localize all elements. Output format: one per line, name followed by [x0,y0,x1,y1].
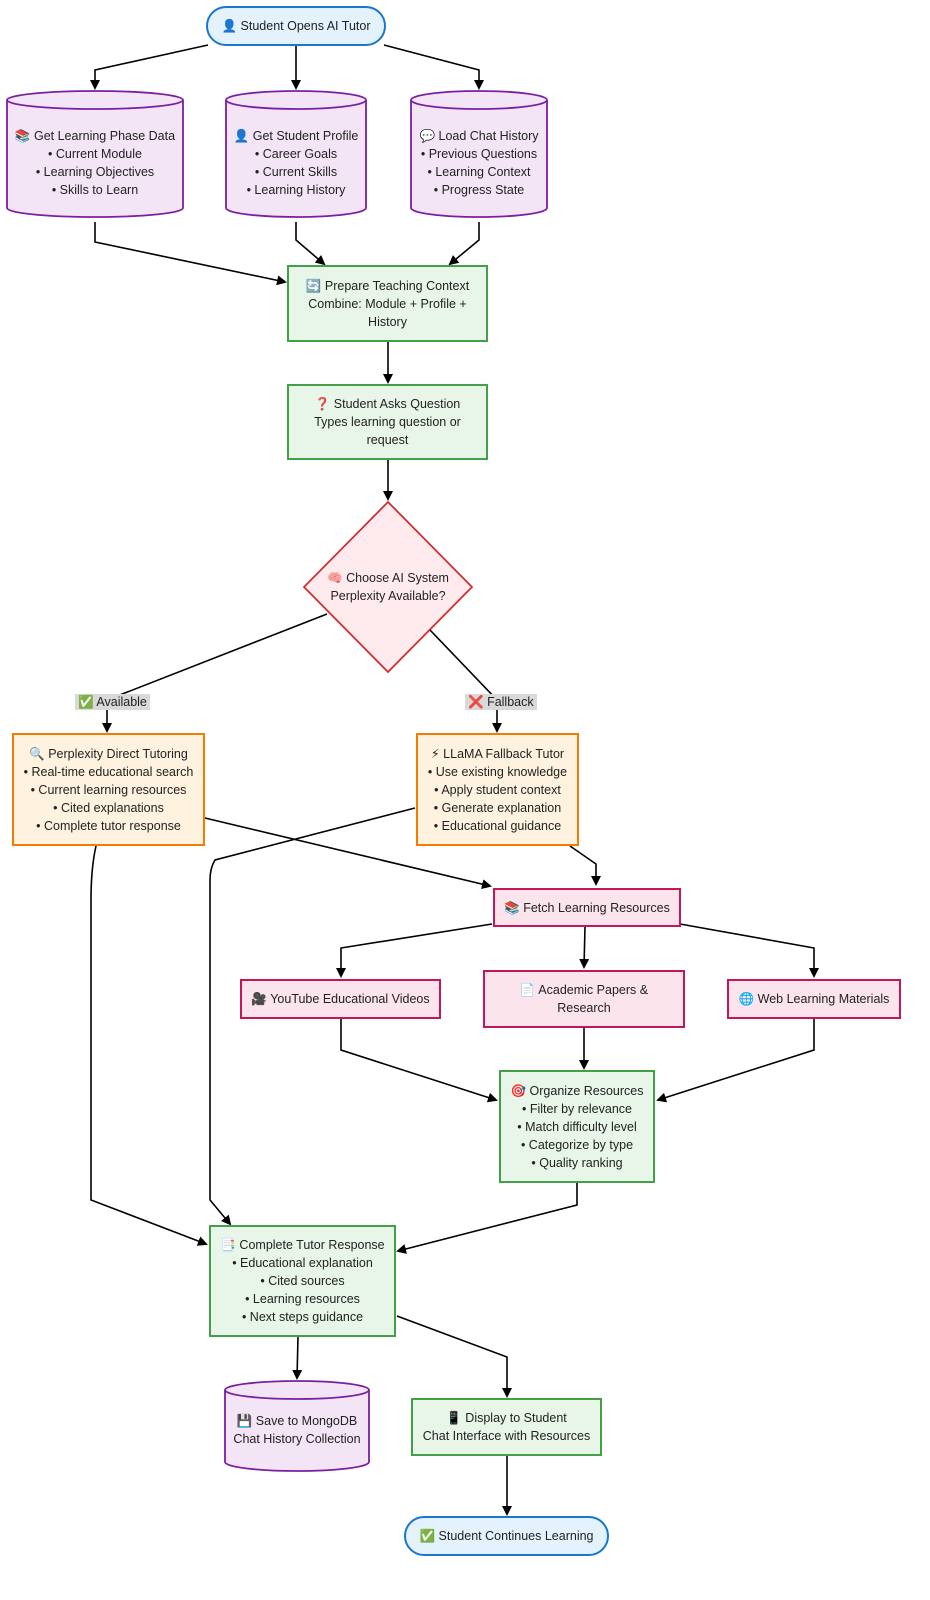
document-icon: 📄 [519,983,536,997]
edge-decision-to-perplexity [102,613,328,733]
list-item: • Learning Context [427,165,531,179]
books-icon: 📚 [14,129,31,143]
database-cylinder-chat-history [410,90,548,218]
person-icon: 👤 [221,19,238,33]
edge-complete-to-display [396,1315,512,1398]
youtube-node: 🎥 YouTube Educational Videos [240,979,441,1019]
edge-start-to-chat-history [383,44,484,90]
edge-learning-phase-to-context [94,222,287,286]
edge-start-to-learning-phase [90,44,209,90]
list-item: • Current Module [47,147,142,161]
edge-decision-to-llama [429,629,502,733]
organize-node: 🎯 Organize Resources • Filter by relevan… [499,1070,655,1183]
brain-icon: 🧠 [327,571,343,585]
asks-question-node: ❓ Student Asks Question Types learning q… [287,384,488,460]
fallback-edge-label: ❌ Fallback [465,694,537,710]
web-node: 🌐 Web Learning Materials [727,979,901,1019]
save-mongodb-node: 💾 Save to MongoDB Chat History Collectio… [233,1414,361,1446]
choose-ai-node: 🧠 Choose AI System Perplexity Available? [327,571,449,603]
edge-llama-to-fetch [569,845,601,886]
list-item: • Categorize by type [520,1137,634,1152]
list-item: • Current learning resources [30,782,187,797]
list-item: • Filter by relevance [522,1101,632,1116]
mobile-phone-icon: 📱 [446,1411,462,1425]
edge-youtube-to-organize [340,1019,498,1103]
complete-response-node: 📑 Complete Tutor Response • Educational … [209,1225,396,1337]
edge-fetch-to-web [679,923,819,978]
display-node: 📱 Display to Student Chat Interface with… [411,1398,602,1456]
learning-phase-node: 📚 Get Learning Phase Data • Current Modu… [14,129,176,197]
bookmark-tabs-icon: 📑 [220,1238,236,1252]
start-node: 👤 Student Opens AI Tutor [206,6,386,46]
edge-llama-to-complete [209,807,416,1226]
edge-chat-history-to-context [448,222,480,266]
edge-organize-to-complete [396,1183,578,1254]
edge-student-profile-to-context [295,222,326,266]
student-profile-node: 👤 Get Student Profile • Career Goals • C… [233,129,359,197]
list-item: • Educational guidance [433,818,562,833]
edge-perplexity-to-fetch [204,817,492,890]
books-icon: 📚 [504,900,520,915]
edge-perplexity-to-complete [90,845,208,1246]
list-item: • Current Skills [254,165,338,179]
check-mark-icon: ✅ [78,695,94,709]
globe-icon: 🌐 [738,992,755,1006]
list-item: • Match difficulty level [517,1119,637,1134]
list-item: • Cited sources [260,1274,345,1288]
speech-bubble-icon: 💬 [419,129,436,143]
list-item: • Cited explanations [53,800,164,815]
edge-fetch-to-papers [579,926,590,969]
database-cylinder-student-profile [225,90,367,218]
floppy-disk-icon: 💾 [236,1414,253,1428]
list-item: • Generate explanation [433,800,562,815]
list-item: • Learning resources [245,1292,360,1306]
magnifier-icon: 🔍 [29,746,45,761]
target-icon: 🎯 [510,1083,527,1098]
list-item: • Quality ranking [531,1155,623,1170]
question-mark-icon: ❓ [314,397,331,411]
list-item: • Learning History [246,183,346,197]
list-item: • Educational explanation [232,1256,373,1270]
list-item: • Complete tutor response [36,818,181,833]
list-item: • Next steps guidance [241,1310,364,1324]
check-mark-icon: ✅ [419,1529,436,1543]
lightning-icon: ⚡ [430,746,440,761]
list-item: • Apply student context [434,782,561,797]
list-item: • Use existing knowledge [427,764,568,779]
cross-mark-icon: ❌ [468,695,484,709]
list-item: • Real-time educational search [23,764,194,779]
prepare-context-node: 🔄 Prepare Teaching Context Combine: Modu… [287,265,488,342]
person-icon: 👤 [233,129,250,143]
fetch-resources-node: 📚 Fetch Learning Resources [493,888,681,927]
database-cylinder-mongodb [224,1380,370,1472]
refresh-icon: 🔄 [305,278,322,293]
papers-node: 📄 Academic Papers & Research [483,970,685,1028]
perplexity-node: 🔍 Perplexity Direct Tutoring • Real-time… [12,733,205,846]
edge-web-to-organize [656,1019,815,1103]
list-item: • Learning Objectives [35,165,155,179]
video-camera-icon: 🎥 [251,992,267,1006]
edge-fetch-to-youtube [336,923,493,978]
list-item: • Career Goals [254,147,338,161]
list-item: • Previous Questions [420,147,538,161]
database-cylinder-learning-phase [6,90,184,218]
decision-diamond [302,500,474,674]
chat-history-node: 💬 Load Chat History • Previous Questions… [419,129,539,197]
list-item: • Skills to Learn [51,183,139,197]
list-item: • Progress State [433,183,525,197]
available-edge-label: ✅ Available [75,694,150,710]
edge-complete-to-save [292,1336,303,1380]
llama-node: ⚡ LLaMA Fallback Tutor • Use existing kn… [416,733,579,846]
end-node: ✅ Student Continues Learning [404,1516,609,1556]
